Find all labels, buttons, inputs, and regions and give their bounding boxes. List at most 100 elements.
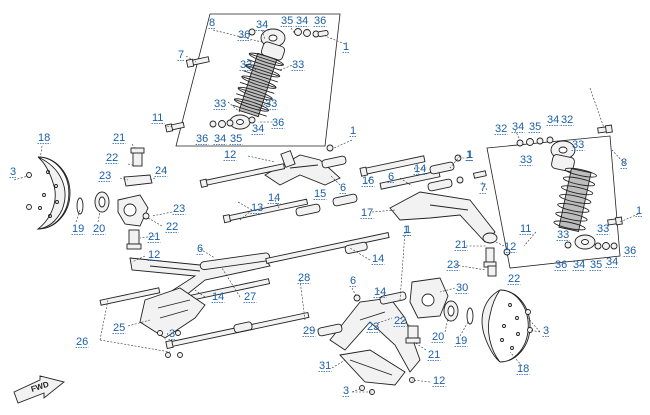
callout-33: 33 bbox=[214, 98, 226, 110]
callout-36: 36 bbox=[272, 117, 284, 129]
callout-23: 23 bbox=[367, 321, 379, 333]
callout-34: 34 bbox=[296, 15, 308, 27]
callout-23: 23 bbox=[447, 259, 459, 271]
callout-34: 34 bbox=[606, 256, 618, 268]
callout-1: 1 bbox=[636, 205, 642, 217]
callout-3: 3 bbox=[169, 328, 175, 340]
callout-35: 35 bbox=[281, 15, 293, 27]
right-brake-disc bbox=[481, 289, 533, 363]
callout-19: 19 bbox=[72, 223, 84, 235]
callout-3: 3 bbox=[543, 325, 549, 337]
callout-6: 6 bbox=[197, 243, 203, 255]
callout-33: 33 bbox=[572, 139, 584, 151]
callout-27: 27 bbox=[244, 291, 256, 303]
callout-21: 21 bbox=[148, 231, 160, 243]
callout-14: 14 bbox=[414, 163, 426, 175]
callout-20: 20 bbox=[432, 331, 444, 343]
callout-34: 34 bbox=[256, 19, 268, 31]
callout-21: 21 bbox=[428, 349, 440, 361]
callout-8: 8 bbox=[621, 157, 627, 169]
upper-shock-absorber bbox=[164, 28, 329, 133]
callout-11: 11 bbox=[520, 223, 531, 235]
callout-22: 22 bbox=[166, 221, 178, 233]
callout-22: 22 bbox=[394, 315, 406, 327]
callout-3: 3 bbox=[343, 385, 349, 397]
callout-19: 19 bbox=[455, 335, 467, 347]
upper-bolts bbox=[199, 155, 441, 224]
callout-23: 23 bbox=[173, 203, 185, 215]
callout-35: 35 bbox=[230, 133, 242, 145]
callout-34: 34 bbox=[214, 133, 226, 145]
callout-14: 14 bbox=[212, 291, 224, 303]
callout-1: 1 bbox=[343, 41, 349, 53]
right-hub-bearing bbox=[443, 300, 474, 325]
callout-33: 33 bbox=[520, 154, 532, 166]
right-shock-absorber bbox=[516, 124, 623, 250]
left-brake-disc bbox=[26, 156, 71, 230]
callout-36: 36 bbox=[196, 133, 208, 145]
callout-36: 36 bbox=[624, 245, 636, 257]
callout-35: 35 bbox=[529, 121, 541, 133]
callout-36: 36 bbox=[314, 15, 326, 27]
callout-34: 34 bbox=[252, 123, 264, 135]
callout-12: 12 bbox=[224, 149, 236, 161]
callout-30: 30 bbox=[456, 282, 468, 294]
callout-24: 24 bbox=[155, 165, 167, 177]
callout-33: 33 bbox=[265, 98, 277, 110]
callout-21: 21 bbox=[113, 132, 125, 144]
callout-6: 6 bbox=[350, 275, 356, 287]
callout-1: 1 bbox=[405, 224, 411, 236]
callout-36: 36 bbox=[238, 29, 250, 41]
lower-left-arm bbox=[99, 232, 390, 350]
callout-34: 34 bbox=[547, 114, 559, 126]
left-hub-bearing bbox=[76, 191, 110, 215]
callout-14: 14 bbox=[372, 253, 384, 265]
callout-12: 12 bbox=[433, 375, 445, 387]
callout-14: 14 bbox=[268, 192, 280, 204]
callout-34: 34 bbox=[573, 259, 585, 271]
right-shock-box bbox=[486, 135, 621, 269]
callout-1: 1 bbox=[467, 149, 473, 161]
lower-right-arm bbox=[317, 291, 421, 373]
callout-12: 12 bbox=[504, 241, 516, 253]
rear-upper-arm bbox=[389, 191, 511, 268]
callout-3: 3 bbox=[10, 166, 16, 178]
callout-29: 29 bbox=[303, 325, 315, 337]
callout-1: 1 bbox=[403, 224, 409, 236]
callout-6: 6 bbox=[340, 182, 346, 194]
callout-26: 26 bbox=[76, 336, 88, 348]
right-steering-knuckle bbox=[405, 265, 497, 344]
callout-22: 22 bbox=[508, 273, 520, 285]
callout-33: 33 bbox=[597, 223, 609, 235]
callout-16: 16 bbox=[362, 175, 374, 187]
lower-skid-plate bbox=[339, 349, 415, 395]
callout-22: 22 bbox=[106, 152, 118, 164]
callout-32: 32 bbox=[561, 114, 573, 126]
callout-34: 34 bbox=[512, 121, 524, 133]
callout-15: 15 bbox=[314, 188, 326, 200]
skid-plate bbox=[139, 287, 206, 358]
callout-20: 20 bbox=[93, 223, 105, 235]
callout-28: 28 bbox=[298, 272, 310, 284]
callout-1: 1 bbox=[466, 149, 472, 161]
callout-31: 31 bbox=[319, 360, 331, 372]
callout-11: 11 bbox=[152, 112, 163, 124]
callout-13: 13 bbox=[251, 202, 263, 214]
callout-7: 7 bbox=[178, 49, 184, 61]
callout-1: 1 bbox=[350, 125, 356, 137]
callout-8: 8 bbox=[209, 17, 215, 29]
callout-12: 12 bbox=[148, 249, 160, 261]
callout-21: 21 bbox=[455, 239, 467, 251]
upper-bushings bbox=[295, 144, 487, 217]
fwd-arrow: FWD bbox=[13, 375, 65, 404]
callout-23: 23 bbox=[99, 170, 111, 182]
callout-36: 36 bbox=[555, 259, 567, 271]
callout-7: 7 bbox=[480, 182, 486, 194]
callout-18: 18 bbox=[517, 363, 529, 375]
callout-18: 18 bbox=[38, 132, 50, 144]
callout-14: 14 bbox=[374, 286, 386, 298]
callout-33: 33 bbox=[557, 229, 569, 241]
callout-32: 32 bbox=[495, 123, 507, 135]
